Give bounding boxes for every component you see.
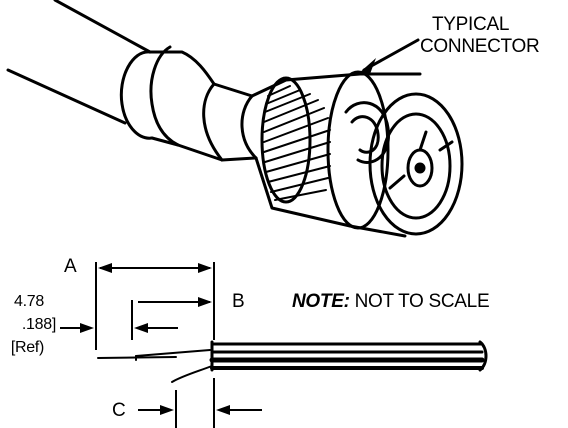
knurl-lines <box>263 85 331 201</box>
ref-dimension-inch: .188] <box>21 316 56 333</box>
dimension-b-label: B <box>232 291 245 312</box>
note-text: NOT TO SCALE <box>354 291 490 312</box>
dimension-arrowheads <box>80 263 230 415</box>
cable <box>6 0 152 125</box>
callout-arrowhead <box>358 58 376 74</box>
strain-relief-boot <box>119 45 258 162</box>
note-label: NOTE: <box>292 291 350 312</box>
bayonet-body <box>344 72 464 238</box>
ref-dimension-mm: 4.78 <box>14 293 44 310</box>
callout-connector: CONNECTOR <box>420 36 540 57</box>
note: NOTE: NOT TO SCALE <box>292 291 490 312</box>
stripped-cable <box>97 340 488 383</box>
dimension-c-label: C <box>112 400 126 421</box>
dimension-lines <box>60 262 262 428</box>
callout-typical: TYPICAL <box>432 14 510 35</box>
dimension-a-label: A <box>64 256 77 277</box>
ref-note: [Ref) <box>10 339 44 356</box>
